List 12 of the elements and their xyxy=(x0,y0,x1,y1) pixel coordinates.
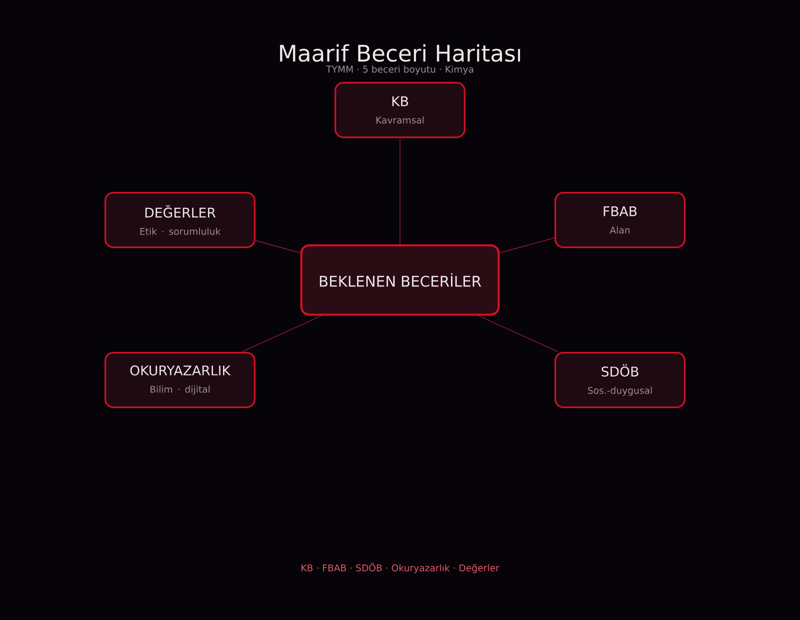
skill-box: KB Kavramsal xyxy=(334,82,466,138)
connector-line xyxy=(478,315,559,352)
skill-box: SDÖB Sos.-duygusal xyxy=(554,352,686,408)
footer-note: KB · FBAB · SDÖB · Okuryazarlık · Değerler xyxy=(302,562,500,574)
skill-box: FBAB Alan xyxy=(554,192,686,248)
connector-line xyxy=(241,315,322,352)
skill-box: OKURYAZARLIK Bilim · dijital xyxy=(104,352,256,408)
connector-line xyxy=(499,237,555,254)
connector-line xyxy=(255,240,301,254)
title: Maarif Beceri Haritası xyxy=(280,44,520,62)
skill-box: DEĞERLER Etik · sorumluluk xyxy=(104,192,256,248)
center-box: BEKLENEN BECERİLER xyxy=(300,244,500,316)
